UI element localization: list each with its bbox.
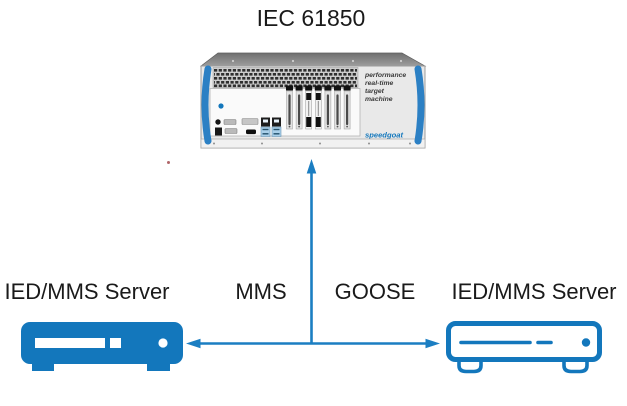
power-button <box>158 338 168 348</box>
mms-label: MMS <box>235 279 287 304</box>
mms-goose-horizontal-arrow <box>186 338 440 349</box>
speedgoat-logo: speedgoat <box>365 131 403 140</box>
left-handle <box>201 65 212 145</box>
power-button <box>581 338 591 347</box>
machine-label: performance real-time target machine <box>364 72 406 103</box>
svg-text:machine: machine <box>365 96 393 103</box>
left-server-icon <box>21 322 183 371</box>
target-machine-icon: performance real-time target machine spe… <box>199 52 427 149</box>
disc-slot <box>35 338 105 348</box>
display-window <box>110 338 121 348</box>
left-server-label: IED/MMS Server <box>4 279 170 304</box>
svg-text:real-time: real-time <box>365 80 394 87</box>
goose-label: GOOSE <box>334 279 416 304</box>
stray-pixel-artifact <box>167 161 170 164</box>
right-server-label: IED/MMS Server <box>451 279 617 304</box>
right-server-icon <box>446 321 602 374</box>
diagram-title: IEC 61850 <box>256 5 366 31</box>
right-handle <box>414 65 425 145</box>
power-led <box>218 103 224 109</box>
svg-text:performance: performance <box>364 72 406 79</box>
svg-text:target: target <box>365 88 385 95</box>
expansion-slots <box>286 85 351 130</box>
iec61850-up-arrow <box>306 159 317 344</box>
